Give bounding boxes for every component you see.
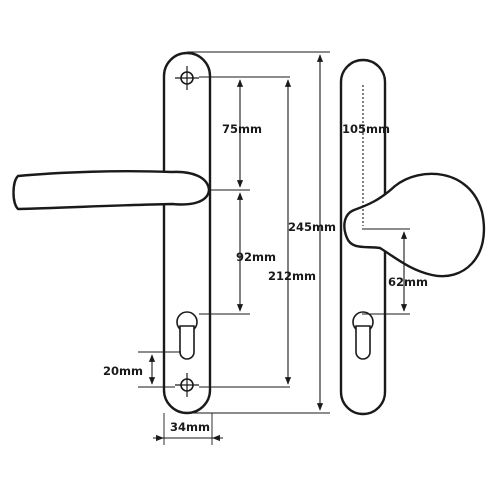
knob-handle (343, 172, 485, 278)
dimension-labels: 75mm 92mm 212mm 245mm 105mm 62mm 20mm 34… (103, 122, 428, 434)
dimension-lines (138, 51, 410, 445)
lever-handle-assembly (12, 51, 212, 415)
label-fixing-centres: 212mm (268, 269, 316, 283)
label-plate-width: 34mm (170, 420, 210, 434)
lever-handle (12, 170, 211, 211)
knob-handle-assembly (339, 58, 485, 416)
label-cylinder-to-fixing: 20mm (103, 364, 143, 378)
top-fixing-screw (175, 66, 199, 90)
label-spindle-to-cylinder: 92mm (236, 250, 276, 264)
bottom-fixing-screw (175, 373, 199, 397)
label-spindle-to-top: 75mm (222, 122, 262, 136)
label-overall-length: 245mm (288, 220, 336, 234)
label-knob-to-cylinder: 62mm (388, 275, 428, 289)
label-knob-top-offset: 105mm (342, 122, 390, 136)
